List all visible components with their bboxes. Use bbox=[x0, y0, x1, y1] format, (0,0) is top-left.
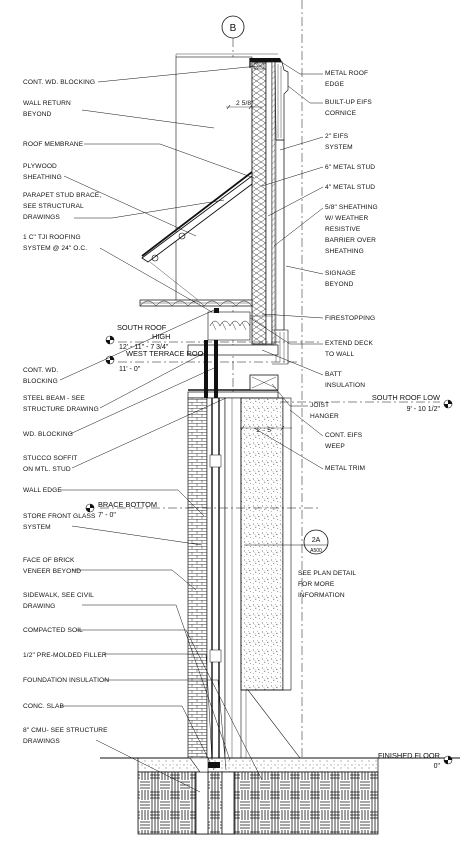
parapet-assembly bbox=[175, 53, 289, 345]
note-cont-wd-blocking-top: CONT. WD. BLOCKING bbox=[23, 79, 95, 86]
elevation-marker-brace-bottom: BRACE BOTTOM 7' - 0" bbox=[85, 500, 157, 519]
note-metal-stud-4: 4" METAL STUD bbox=[325, 184, 375, 191]
grid-bubble bbox=[221, 15, 245, 39]
west-terrace-deck bbox=[207, 308, 289, 365]
weep-dimension-label: 1' - 5" bbox=[256, 427, 274, 434]
south-roof-high-name-2: HIGH bbox=[152, 332, 170, 341]
detail-callout-sheet: A500 bbox=[310, 548, 322, 554]
note-metal-trim: METAL TRIM bbox=[325, 465, 365, 472]
stucco-wall bbox=[224, 397, 242, 759]
note-wd-blocking: WD. BLOCKING bbox=[23, 431, 73, 438]
detail-callout: 2A A500 bbox=[244, 529, 329, 555]
south-roof-high-value: 12' - 11" - 7 3/4" bbox=[119, 344, 169, 351]
wall-return-dimension-label: 2 5/8" bbox=[236, 100, 254, 107]
elevation-lines bbox=[100, 341, 440, 509]
west-terrace-name: WEST TERRACE ROOF bbox=[126, 349, 208, 358]
note-compacted-soil: COMPACTED SOIL bbox=[23, 627, 83, 634]
weep-dimension: 1' - 5" bbox=[240, 425, 292, 434]
brace-bottom-name: BRACE BOTTOM bbox=[98, 500, 157, 509]
note-pre-molded-filler: 1/2" PRE-MOLDED FILLER bbox=[23, 652, 107, 659]
elevation-marker-south-roof-low: SOUTH ROOF LOW 9' - 10 1/2" bbox=[372, 393, 453, 413]
storefront-mullion bbox=[206, 397, 226, 759]
note-foundation-insulation: FOUNDATION INSULATION bbox=[23, 677, 109, 684]
grid-bubble-label: B bbox=[230, 23, 237, 34]
elevation-marker-west-terrace: WEST TERRACE ROOF 11' - 0" bbox=[105, 349, 208, 373]
brick-veneer bbox=[187, 397, 208, 759]
finished-floor-value: 0" bbox=[434, 763, 441, 770]
wall-return-dimension: 2 5/8" bbox=[226, 100, 262, 110]
note-metal-stud-6: 6" METAL STUD bbox=[325, 164, 375, 171]
note-roof-membrane: ROOF MEMBRANE bbox=[23, 141, 84, 148]
elevation-marker-south-roof-high: SOUTH ROOF HIGH 12' - 11" - 7 3/4" bbox=[105, 323, 170, 351]
right-leaders bbox=[249, 59, 324, 470]
note-wall-edge: WALL EDGE bbox=[23, 487, 62, 494]
detail-callout-number: 2A bbox=[312, 537, 321, 544]
south-roof-low-value: 9' - 10 1/2" bbox=[407, 406, 441, 413]
note-cont-wd-blocking-low: CONT. WD.BLOCKING bbox=[23, 367, 58, 385]
brace-bottom-value: 7' - 0" bbox=[98, 512, 116, 519]
concrete-column bbox=[240, 397, 301, 759]
parapet-brace bbox=[141, 171, 253, 301]
elevation-marker-finished-floor: FINISHED FLOOR 0" bbox=[378, 751, 453, 770]
note-firestopping: FIRESTOPPING bbox=[325, 315, 375, 322]
foundation bbox=[100, 757, 460, 835]
west-terrace-value: 11' - 0" bbox=[119, 366, 141, 373]
finished-floor-name: FINISHED FLOOR bbox=[378, 751, 440, 760]
south-roof-high-name: SOUTH ROOF bbox=[117, 323, 167, 332]
left-leaders bbox=[59, 65, 263, 793]
note-conc-slab: CONC. SLAB bbox=[23, 703, 64, 710]
south-roof-low-name: SOUTH ROOF LOW bbox=[372, 393, 440, 402]
